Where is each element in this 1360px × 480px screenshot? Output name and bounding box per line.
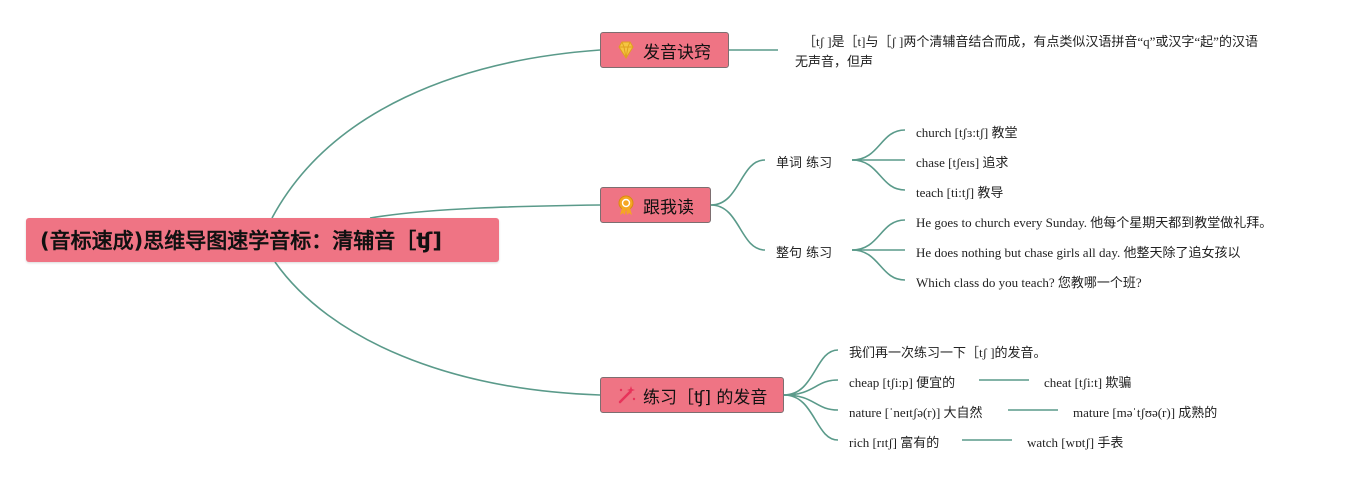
pair-left[interactable]: nature [ˈneɪtʃə(r)] 大自然 — [849, 405, 983, 420]
sentence-item[interactable]: He goes to church every Sunday. 他每个星期天都到… — [916, 215, 1273, 230]
root-topic[interactable]: (音标速成)思维导图速学音标：清辅音［ʧ] — [26, 218, 499, 262]
pair-left[interactable]: cheap [tʃi:p] 便宜的 — [849, 375, 956, 390]
sentence-item[interactable]: He does nothing but chase girls all day.… — [916, 245, 1241, 260]
branch-label: 发音诀窍 — [643, 42, 711, 63]
pair-right[interactable]: watch [wɒtʃ] 手表 — [1027, 435, 1124, 450]
word-practice-node[interactable]: 单词 练习 — [776, 156, 833, 171]
pair-right[interactable]: cheat [tʃi:t] 欺骗 — [1044, 375, 1132, 390]
medal-icon — [618, 195, 634, 215]
note-line-1: ［tʃ ]是［t]与［ʃ ]两个清辅音结合而成，有点类似汉语拼音“q”或汉字“起… — [803, 34, 1258, 49]
sentence-item[interactable]: Which class do you teach? 您教哪一个班? — [916, 275, 1142, 290]
word-item[interactable]: church [tʃɜ:tʃ] 教堂 — [916, 125, 1018, 140]
magic-wand-icon — [618, 386, 636, 404]
root-title: (音标速成)思维导图速学音标：清辅音［ʧ] — [40, 229, 442, 253]
branch-read-with-me[interactable]: 跟我读 — [600, 187, 711, 223]
branch-practice[interactable]: 练习［ʧ] 的发音 — [600, 377, 784, 413]
branch-pronunciation-tips[interactable]: 发音诀窍 — [600, 32, 729, 68]
pronunciation-note: ［tʃ ]是［t]与［ʃ ]两个清辅音结合而成，有点类似汉语拼音“q”或汉字“起… — [795, 32, 1295, 72]
word-item[interactable]: chase [tʃeɪs] 追求 — [916, 155, 1009, 170]
pair-left[interactable]: rich [rɪtʃ] 富有的 — [849, 435, 940, 450]
practice-intro[interactable]: 我们再一次练习一下［tʃ ]的发音。 — [849, 345, 1047, 360]
sentence-practice-node[interactable]: 整句 练习 — [776, 246, 833, 261]
branch-label: 练习［ʧ] 的发音 — [643, 387, 768, 408]
branch-label: 跟我读 — [643, 197, 694, 218]
word-item[interactable]: teach [ti:tʃ] 教导 — [916, 185, 1004, 200]
pair-right[interactable]: mature [məˈtʃʊə(r)] 成熟的 — [1073, 405, 1218, 420]
note-line-2: 无声音，但声 — [795, 54, 874, 69]
diamond-icon — [618, 41, 634, 59]
